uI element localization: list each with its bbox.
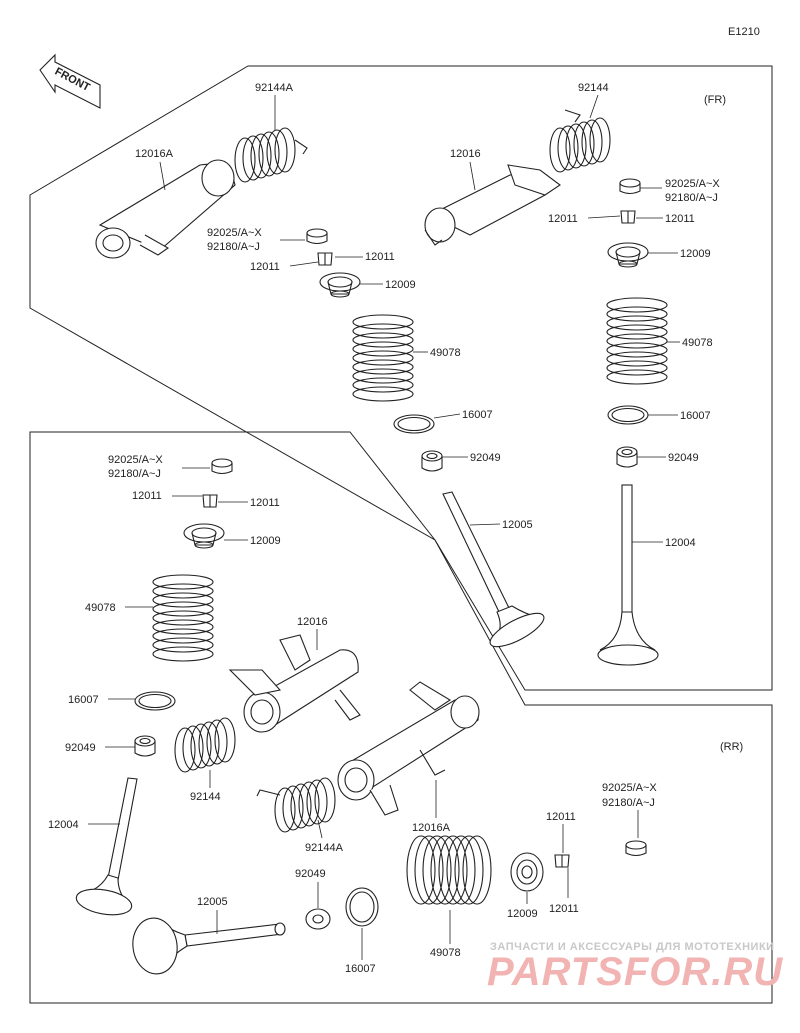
rr-section-label: (RR) bbox=[720, 741, 743, 753]
rr-seal-right bbox=[305, 908, 331, 930]
label-rr-12004: 12004 bbox=[48, 819, 79, 831]
rr-washer-right bbox=[345, 887, 379, 927]
fr-keeper-right bbox=[620, 210, 636, 224]
rr-exhaust-valve-12005 bbox=[132, 917, 286, 975]
label-fr-16007-left: 16007 bbox=[462, 409, 493, 421]
fr-section-frame bbox=[29, 65, 773, 691]
label-fr-12011-left-l: 12011 bbox=[250, 261, 280, 273]
fr-seal-left bbox=[421, 450, 443, 472]
label-rr-92049-b: 92049 bbox=[295, 868, 326, 880]
label-fr-92049-left: 92049 bbox=[470, 452, 501, 464]
label-fr-12016: 12016 bbox=[450, 148, 481, 160]
rr-shim-left bbox=[211, 458, 233, 475]
label-rr-12009-b: 12009 bbox=[507, 908, 538, 920]
label-rr-16007: 16007 bbox=[68, 694, 99, 706]
label-fr-92180-left: 92180/A~J bbox=[207, 241, 260, 253]
label-rr-49078: 49078 bbox=[85, 602, 116, 614]
rr-seal-left bbox=[134, 735, 156, 757]
fr-retainer-left bbox=[319, 272, 361, 298]
label-fr-92025-right: 92025/A~X bbox=[665, 178, 720, 190]
label-rr-12009: 12009 bbox=[250, 535, 281, 547]
fr-washer-right bbox=[607, 405, 649, 425]
rr-rocker-arm-12016A bbox=[337, 681, 480, 816]
fr-rocker-arm-12016A bbox=[95, 159, 236, 259]
label-rr-92144A: 92144A bbox=[305, 842, 344, 854]
label-fr-12004: 12004 bbox=[665, 537, 696, 549]
rr-washer-left bbox=[134, 691, 176, 711]
rr-keeper-right bbox=[554, 854, 570, 868]
label-fr-16007-right: 16007 bbox=[680, 410, 711, 422]
label-rr-49078-b: 49078 bbox=[430, 947, 461, 959]
rr-valve-spring-left bbox=[152, 574, 214, 662]
label-fr-92025-left: 92025/A~X bbox=[207, 227, 262, 239]
fr-exhaust-valve-12005 bbox=[442, 491, 545, 648]
rr-spring-92144A bbox=[256, 777, 336, 833]
label-fr-92049-right: 92049 bbox=[668, 452, 699, 464]
label-fr-12011-right-l: 12011 bbox=[548, 213, 578, 225]
label-fr-12011-left-r: 12011 bbox=[365, 251, 395, 263]
rr-retainer-left bbox=[183, 523, 225, 549]
label-rr-92025: 92025/A~X bbox=[108, 454, 163, 466]
rr-valve-spring-right bbox=[406, 835, 492, 905]
label-fr-12005: 12005 bbox=[502, 519, 533, 531]
label-rr-92025-r: 92025/A~X bbox=[602, 782, 657, 794]
fr-rocker-arm-12016 bbox=[424, 164, 561, 246]
watermark-line1: ЗАПЧАСТИ И АКСЕССУАРЫ ДЛЯ МОТОТЕХНИКИ bbox=[490, 941, 775, 953]
label-rr-12011-r: 12011 bbox=[250, 497, 280, 509]
label-rr-92049: 92049 bbox=[65, 742, 96, 754]
label-rr-12016A: 12016A bbox=[412, 822, 451, 834]
label-fr-49078-left: 49078 bbox=[430, 347, 461, 359]
label-rr-92180: 92180/A~J bbox=[108, 468, 161, 480]
label-fr-12016A: 12016A bbox=[135, 148, 174, 160]
fr-washer-left bbox=[393, 414, 435, 434]
label-rr-92180-r: 92180/A~J bbox=[602, 797, 655, 809]
fr-spring-92144 bbox=[549, 109, 611, 173]
label-rr-16007-b: 16007 bbox=[345, 963, 376, 975]
label-rr-12016: 12016 bbox=[297, 616, 328, 628]
label-fr-12011-right-r: 12011 bbox=[665, 213, 695, 225]
label-rr-12011-bot: 12011 bbox=[549, 903, 579, 915]
fr-intake-valve-12004 bbox=[597, 484, 659, 666]
label-fr-92144: 92144 bbox=[578, 82, 609, 94]
label-rr-12011-top: 12011 bbox=[546, 811, 576, 823]
fr-valve-spring-left bbox=[352, 314, 414, 402]
label-rr-12011-l: 12011 bbox=[132, 490, 162, 502]
rr-shim-right bbox=[625, 840, 647, 857]
label-fr-92144A: 92144A bbox=[255, 82, 294, 94]
fr-seal-right bbox=[616, 446, 638, 468]
rr-section-frame bbox=[29, 431, 773, 1004]
rr-retainer-right bbox=[510, 852, 544, 892]
rr-spring-92144 bbox=[174, 717, 236, 773]
label-fr-12009-right: 12009 bbox=[680, 248, 711, 260]
label-rr-92144: 92144 bbox=[190, 791, 221, 803]
fr-keeper-left bbox=[317, 252, 333, 266]
fr-retainer-right bbox=[607, 242, 649, 268]
watermark-logo: PARTSFOR.RU bbox=[487, 950, 783, 994]
rr-intake-valve-12004 bbox=[75, 777, 138, 916]
fr-shim-right bbox=[619, 178, 641, 195]
fr-spring-92144A bbox=[234, 127, 308, 183]
label-fr-49078-right: 49078 bbox=[682, 337, 713, 349]
front-arrow-icon: FRONT bbox=[39, 53, 101, 109]
rr-rocker-arm-12016 bbox=[228, 634, 361, 733]
diagram-code: E1210 bbox=[728, 26, 760, 38]
fr-shim-left bbox=[306, 228, 328, 245]
label-fr-12009-left: 12009 bbox=[385, 279, 416, 291]
label-fr-92180-right: 92180/A~J bbox=[665, 192, 718, 204]
fr-section-label: (FR) bbox=[704, 94, 726, 106]
label-rr-12005: 12005 bbox=[197, 896, 228, 908]
rr-keeper-left bbox=[202, 494, 218, 508]
fr-valve-spring-right bbox=[606, 297, 668, 385]
